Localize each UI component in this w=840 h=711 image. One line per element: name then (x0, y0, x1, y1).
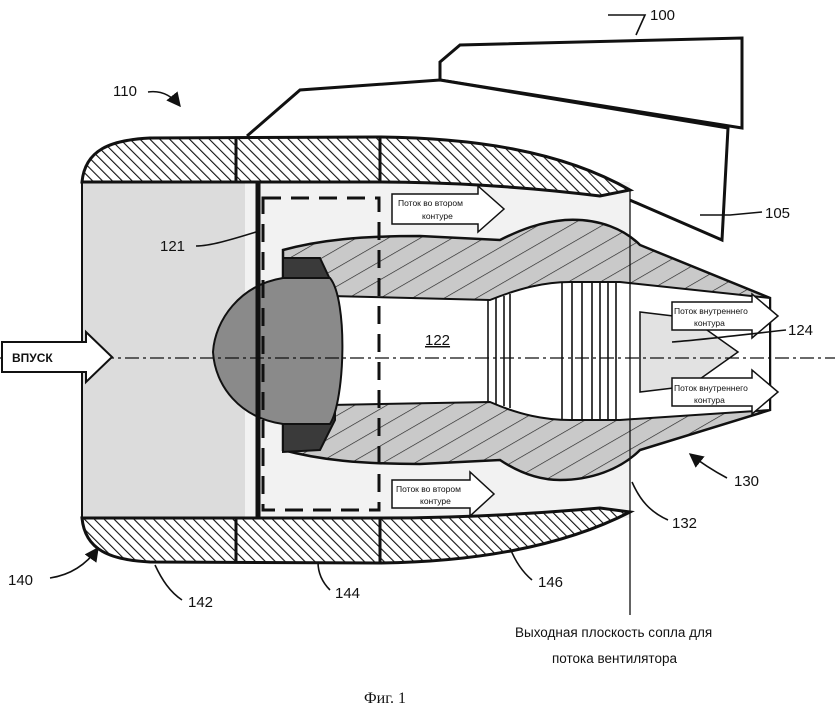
core-bottom-text-1: Поток внутреннего (674, 383, 748, 393)
figure-caption: Фиг. 1 (364, 690, 406, 707)
nozzle-note-line-1: Выходная плоскость сопла для (515, 625, 712, 640)
label-144: 144 (335, 585, 360, 602)
label-142: 142 (188, 594, 213, 611)
label-105: 105 (765, 205, 790, 222)
nacelle-upper (80, 135, 635, 198)
core-top-text-1: Поток внутреннего (674, 306, 748, 316)
bypass-bottom-text-2: контуре (420, 496, 451, 506)
label-124: 124 (788, 322, 813, 339)
label-146: 146 (538, 574, 563, 591)
core-bottom-text-2: контура (694, 395, 725, 405)
label-122: 122 (425, 332, 450, 349)
core-top-text-2: контура (694, 318, 725, 328)
spinner (211, 277, 344, 425)
leader-lines (49, 14, 787, 601)
nozzle-note-line-2: потока вентилятора (552, 651, 677, 666)
inlet-region (82, 180, 245, 520)
core-arrow-bottom (671, 368, 780, 416)
inlet-label: ВПУСК (12, 351, 53, 365)
label-100: 100 (650, 7, 675, 24)
bypass-arrow-top (391, 184, 506, 234)
bypass-top-text-2: контуре (422, 211, 453, 221)
wing (438, 36, 744, 130)
bypass-top-text-1: Поток во втором (398, 198, 463, 208)
bypass-arrow-bottom (391, 470, 496, 518)
core-arrow-top (671, 292, 780, 340)
label-110: 110 (113, 83, 137, 100)
compressor-stages (487, 294, 511, 408)
label-140: 140 (8, 572, 33, 589)
nacelle-lower (80, 506, 635, 565)
fan-section-box (261, 196, 381, 512)
inlet-arrow (1, 329, 114, 385)
turbine-stages (561, 282, 617, 420)
label-121: 121 (160, 238, 185, 255)
label-130: 130 (734, 473, 759, 490)
bypass-bottom-text-1: Поток во втором (396, 484, 461, 494)
label-132: 132 (672, 515, 697, 532)
